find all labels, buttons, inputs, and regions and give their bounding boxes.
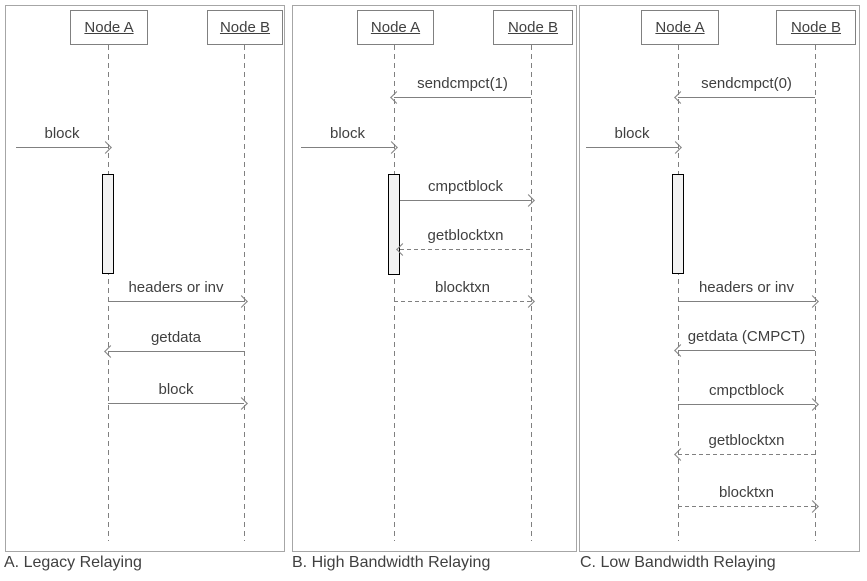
panel-high-bandwidth-relaying: Node A Node B sendcmpct(1) block cmpctbl… bbox=[292, 5, 577, 552]
lifeline-node-a bbox=[108, 45, 109, 541]
node-a-box: Node A bbox=[357, 10, 434, 45]
message-label: block bbox=[158, 381, 194, 398]
panel-legacy-relaying: Node A Node B block headers or inv getda… bbox=[5, 5, 285, 552]
message-label: block bbox=[44, 125, 80, 142]
activation-bar-node-a bbox=[672, 174, 684, 274]
message-arrow-getblocktxn bbox=[396, 243, 531, 256]
lifeline-node-b bbox=[531, 45, 532, 541]
message-arrow-getdata bbox=[104, 345, 244, 358]
message-arrow-block-in bbox=[586, 141, 682, 154]
message-label: sendcmpct(1) bbox=[417, 75, 508, 92]
lifeline-node-b bbox=[244, 45, 245, 541]
message-label: getblocktxn bbox=[427, 227, 504, 244]
message-arrow-blocktxn bbox=[394, 295, 535, 308]
message-label: getblocktxn bbox=[708, 432, 785, 449]
message-arrow-getdata-cmpct bbox=[674, 344, 815, 357]
message-label: getdata (CMPCT) bbox=[687, 328, 806, 345]
caption-legacy-relaying: A. Legacy Relaying bbox=[4, 554, 142, 571]
message-label: getdata bbox=[150, 329, 202, 346]
message-arrow-cmpctblock bbox=[678, 398, 819, 411]
message-label: block bbox=[329, 125, 366, 142]
panel-low-bandwidth-relaying: Node A Node B sendcmpct(0) block headers… bbox=[579, 5, 860, 552]
lifeline-node-a bbox=[678, 45, 679, 541]
message-label: cmpctblock bbox=[708, 382, 785, 399]
caption-low-bandwidth-relaying: C. Low Bandwidth Relaying bbox=[580, 554, 776, 571]
message-label: cmpctblock bbox=[427, 178, 504, 195]
message-arrow-cmpctblock bbox=[400, 194, 535, 207]
message-label: sendcmpct(0) bbox=[701, 75, 792, 92]
caption-high-bandwidth-relaying: B. High Bandwidth Relaying bbox=[292, 554, 491, 571]
message-arrow-headers-or-inv bbox=[678, 295, 819, 308]
activation-bar-node-a bbox=[102, 174, 114, 274]
lifeline-node-a bbox=[394, 45, 395, 541]
node-b-box: Node B bbox=[776, 10, 856, 45]
activation-bar-node-a bbox=[388, 174, 400, 275]
message-arrow-block-in bbox=[16, 141, 112, 154]
message-label: block bbox=[614, 125, 650, 142]
node-a-box: Node A bbox=[641, 10, 719, 45]
message-label: blocktxn bbox=[434, 279, 491, 296]
message-label: headers or inv bbox=[128, 279, 224, 296]
message-arrow-getblocktxn bbox=[674, 448, 815, 461]
message-arrow-sendcmpct0 bbox=[674, 91, 815, 104]
node-a-box: Node A bbox=[70, 10, 148, 45]
message-arrow-block-in bbox=[301, 141, 398, 154]
node-b-box: Node B bbox=[493, 10, 573, 45]
message-arrow-blocktxn bbox=[678, 500, 819, 513]
message-arrow-sendcmpct1 bbox=[390, 91, 531, 104]
node-b-box: Node B bbox=[207, 10, 283, 45]
message-arrow-headers-or-inv bbox=[108, 295, 248, 308]
message-label: blocktxn bbox=[718, 484, 775, 501]
message-label: headers or inv bbox=[698, 279, 795, 296]
message-arrow-block bbox=[108, 397, 248, 410]
lifeline-node-b bbox=[815, 45, 816, 541]
